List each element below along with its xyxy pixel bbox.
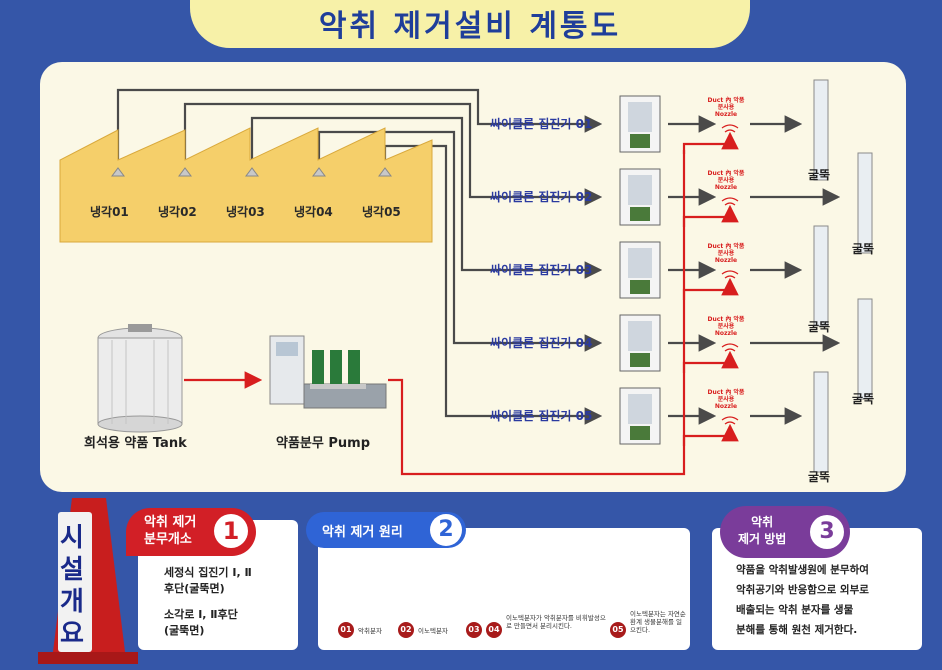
section1-text: 세정식 집진기 Ⅰ, Ⅱ 후단(굴뚝면) 소각로 Ⅰ, Ⅱ후단 (굴뚝면) [164, 565, 252, 639]
page-title: 악취 제거설비 계통도 [318, 9, 622, 44]
section1-line-4: 소각로 Ⅰ, Ⅱ후단 [164, 608, 238, 621]
duct-hood-5 [378, 167, 392, 177]
nozzle-label-1: Duct 內 악품분사용 Nozzle [707, 97, 745, 118]
duct-pipe-3 [250, 116, 603, 279]
chimney-label-1: 굴뚝 [808, 168, 831, 182]
facility-overview-sign: 시설개요 [56, 522, 88, 650]
nozzle-spray-5 [721, 416, 739, 425]
cyclone-unit-4 [619, 314, 661, 372]
chimney-label-5: 굴뚝 [808, 470, 831, 484]
pump-label: 약품분무 Pump [276, 436, 371, 451]
chemical-branch-4 [682, 350, 739, 373]
cyclone-unit-1 [619, 95, 661, 153]
section2-card [318, 528, 690, 650]
section1-number: 1 [214, 514, 248, 548]
duct-hood-4 [312, 167, 326, 177]
step-04: 04 [486, 622, 502, 638]
cooler-label-4: 냉각04 [294, 205, 333, 219]
cyclone-label-2: 싸이클론 집진기 02 [490, 190, 593, 204]
cooler-label-1: 냉각01 [90, 205, 129, 219]
duct-hood-1 [111, 167, 125, 177]
chimney-label-4: 굴뚝 [852, 392, 875, 406]
chimney-5 [813, 371, 829, 473]
step-05-label: 이노텍분자는 자연순환계 생물분해를 일으킨다. [630, 610, 686, 634]
step-01-label: 악취분자 [358, 627, 382, 635]
chemical-main-line [388, 150, 686, 476]
section1-line-1: 세정식 집진기 Ⅰ, Ⅱ [164, 566, 252, 579]
chimney-3 [813, 225, 829, 327]
duct-pipe-4 [317, 130, 603, 352]
cyclone-label-1: 싸이클론 집진기 01 [490, 117, 593, 131]
cyclone-unit-5 [619, 387, 661, 445]
nozzle-spray-3 [721, 270, 739, 279]
cyclone-unit-2 [619, 168, 661, 226]
cooler-label-2: 냉각02 [158, 205, 197, 219]
section2-number: 2 [430, 514, 462, 546]
section2-title: 악취 제거 원리 [322, 525, 403, 540]
tank-label: 희석용 약품 Tank [84, 436, 187, 451]
nozzle-spray-1 [721, 124, 739, 133]
title-tab: 악취 제거설비 계통도 [190, 0, 750, 48]
step-04-label: 이노텍분자가 악취분자를 비휘발성으로 만들면서 분리시킨다. [506, 614, 606, 630]
duct-pipe-2 [183, 102, 603, 206]
nozzle-spray-2 [721, 197, 739, 206]
duct-pipe-1 [116, 88, 603, 170]
cyclone-unit-3 [619, 241, 661, 299]
section1-title-l2: 분무개소 [144, 532, 192, 547]
pump-unit [269, 335, 387, 409]
nozzle-label-5: Duct 內 악품분사용 Nozzle [707, 389, 745, 410]
step-03: 03 [466, 622, 482, 638]
section3-line-4: 분해를 통해 원천 제거한다. [736, 624, 858, 636]
cyclone-label-3: 싸이클론 집진기 03 [490, 263, 593, 277]
step-01: 01 [338, 622, 354, 638]
chimney-2 [857, 152, 873, 254]
section1-title-l1: 악취 제거 [144, 515, 197, 530]
section1-line-2: 후단(굴뚝면) [164, 582, 225, 595]
chemical-branch-5 [682, 423, 739, 446]
duct-hood-3 [245, 167, 259, 177]
cyclone-label-4: 싸이클론 집진기 04 [490, 336, 593, 350]
step-02: 02 [398, 622, 414, 638]
step-05: 05 [610, 622, 626, 638]
cooler-label-3: 냉각03 [226, 205, 265, 219]
cooler-label-5: 냉각05 [362, 205, 401, 219]
chemical-branch-2 [682, 204, 739, 227]
section2-badge: 악취 제거 원리 2 [306, 512, 466, 548]
section3-line-2: 악취공기와 반응함으로 외부로 [736, 584, 869, 596]
step-02-label: 이노텍분자 [418, 627, 448, 635]
chimney-label-3: 굴뚝 [808, 320, 831, 334]
nozzle-label-2: Duct 內 악품분사용 Nozzle [707, 170, 745, 191]
section3-line-1: 약품을 악취발생원에 분무하여 [736, 564, 869, 576]
nozzle-label-3: Duct 內 악품분사용 Nozzle [707, 243, 745, 264]
cooling-building [59, 127, 433, 243]
chemical-branch-1 [682, 131, 739, 154]
section3-number: 3 [810, 515, 844, 549]
section3-title-l2: 제거 방법 [738, 532, 787, 546]
nozzle-label-4: Duct 內 악품분사용 Nozzle [707, 316, 745, 337]
cyclone-label-5: 싸이클론 집진기 05 [490, 409, 593, 423]
chemical-tank [97, 324, 183, 433]
section1-line-5: (굴뚝면) [164, 624, 205, 637]
chimney-label-2: 굴뚝 [852, 242, 875, 256]
chemical-branch-3 [682, 277, 739, 300]
sign-text: 시설개요 [60, 523, 84, 649]
duct-hood-2 [178, 167, 192, 177]
chimney-1 [813, 79, 829, 181]
section3-text: 약품을 악취발생원에 분무하여 악취공기와 반응함으로 외부로 배출되는 악취 … [736, 560, 869, 640]
chimney-4 [857, 298, 873, 400]
section3-title-l1: 악취 [751, 515, 774, 529]
nozzle-spray-4 [721, 343, 739, 352]
section3-line-3: 배출되는 악취 분자를 생물 [736, 604, 854, 616]
